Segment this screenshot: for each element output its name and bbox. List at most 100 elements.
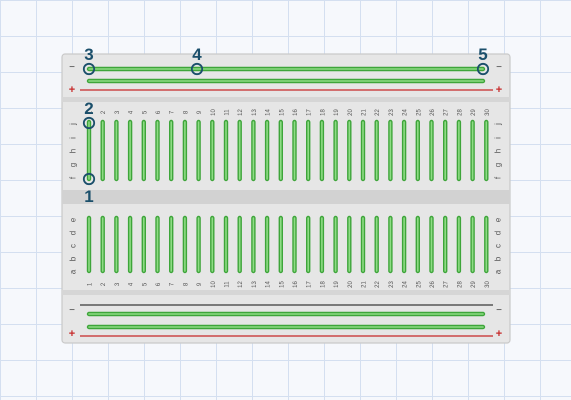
- column-number-top-27: 27: [444, 109, 450, 116]
- top-rail-minus-right: −: [496, 62, 502, 73]
- column-number-top-5: 5: [142, 110, 148, 114]
- annotation-ring-1: [82, 172, 96, 186]
- annotation-ring-3: [82, 62, 96, 76]
- column-number-bottom-23: 23: [389, 281, 395, 288]
- column-number-top-29: 29: [471, 109, 477, 116]
- row-letter-right-h: h: [494, 149, 503, 153]
- column-number-bottom-29: 29: [471, 281, 477, 288]
- column-number-top-1: 1: [88, 110, 94, 114]
- column-number-bottom-14: 14: [266, 281, 272, 288]
- row-letter-left-j: j: [69, 123, 78, 126]
- column-number-top-7: 7: [170, 110, 176, 114]
- column-number-bottom-5: 5: [142, 282, 148, 286]
- column-number-top-23: 23: [389, 109, 395, 116]
- column-number-bottom-25: 25: [416, 281, 422, 288]
- top-rail-plus-left: +: [69, 84, 75, 96]
- bottom-rail-minus-right: −: [496, 305, 502, 316]
- column-number-bottom-3: 3: [115, 282, 121, 286]
- column-number-top-28: 28: [457, 109, 463, 116]
- column-number-bottom-27: 27: [444, 281, 450, 288]
- row-letter-right-b: b: [494, 256, 503, 261]
- row-letter-left-c: c: [69, 244, 78, 248]
- row-letter-right-i: i: [494, 137, 503, 139]
- column-number-top-20: 20: [348, 109, 354, 116]
- annotation-ring-4: [190, 62, 204, 76]
- column-number-bottom-9: 9: [197, 282, 203, 286]
- annotation-label-3: 3: [84, 45, 93, 64]
- column-number-bottom-19: 19: [334, 281, 340, 288]
- row-letter-left-i: i: [69, 137, 78, 139]
- column-number-top-4: 4: [129, 110, 135, 114]
- row-letter-left-e: e: [69, 217, 78, 222]
- column-number-top-13: 13: [252, 109, 258, 116]
- top-rail-plus-right: +: [496, 84, 502, 96]
- column-number-bottom-24: 24: [403, 281, 409, 288]
- bottom-rail-plus-right: +: [496, 328, 502, 340]
- column-number-bottom-26: 26: [430, 281, 436, 288]
- column-number-top-25: 25: [416, 109, 422, 116]
- row-letter-right-j: j: [494, 123, 503, 126]
- column-number-top-9: 9: [197, 110, 203, 114]
- annotation-label-5: 5: [478, 45, 487, 64]
- row-letter-left-b: b: [69, 256, 78, 261]
- bottom-rail-plus-left: +: [69, 328, 75, 340]
- column-number-bottom-30: 30: [485, 281, 491, 288]
- column-number-top-21: 21: [362, 109, 368, 116]
- column-number-bottom-15: 15: [279, 281, 285, 288]
- column-number-top-6: 6: [156, 110, 162, 114]
- column-number-top-10: 10: [211, 109, 217, 116]
- column-number-top-18: 18: [320, 109, 326, 116]
- row-letter-left-a: a: [69, 269, 78, 274]
- column-number-bottom-13: 13: [252, 281, 258, 288]
- annotation-label-2: 2: [84, 99, 93, 118]
- column-number-bottom-8: 8: [183, 282, 189, 286]
- row-letter-right-g: g: [494, 163, 503, 167]
- column-number-bottom-20: 20: [348, 281, 354, 288]
- column-number-bottom-17: 17: [307, 281, 313, 288]
- column-number-bottom-11: 11: [225, 281, 231, 288]
- column-number-top-24: 24: [403, 109, 409, 116]
- column-number-bottom-18: 18: [320, 281, 326, 288]
- column-number-top-11: 11: [225, 109, 231, 116]
- column-number-top-19: 19: [334, 109, 340, 116]
- row-letter-right-d: d: [494, 231, 503, 235]
- column-number-bottom-2: 2: [101, 282, 107, 286]
- column-number-bottom-6: 6: [156, 282, 162, 286]
- column-number-top-8: 8: [183, 110, 189, 114]
- row-letter-left-g: g: [69, 163, 78, 167]
- top-rail-divider: [62, 97, 510, 102]
- column-number-bottom-4: 4: [129, 282, 135, 286]
- row-letter-right-e: e: [494, 217, 503, 222]
- column-number-bottom-28: 28: [457, 281, 463, 288]
- column-number-bottom-7: 7: [170, 282, 176, 286]
- column-number-top-2: 2: [101, 110, 107, 114]
- column-number-bottom-10: 10: [211, 281, 217, 288]
- annotation-label-4: 4: [192, 45, 202, 64]
- column-number-top-15: 15: [279, 109, 285, 116]
- annotation-ring-5: [476, 62, 490, 76]
- bottom-rail-minus-left: −: [69, 305, 75, 316]
- column-number-bottom-22: 22: [375, 281, 381, 288]
- column-number-top-17: 17: [307, 109, 313, 116]
- annotation-label-1: 1: [84, 187, 93, 206]
- row-letter-right-a: a: [494, 269, 503, 274]
- column-number-top-26: 26: [430, 109, 436, 116]
- top-rail-minus-left: −: [69, 62, 75, 73]
- column-number-top-16: 16: [293, 109, 299, 116]
- bottom-rail-divider: [62, 290, 510, 295]
- row-letter-right-f: f: [494, 176, 503, 179]
- row-letter-right-c: c: [494, 244, 503, 248]
- row-letter-left-f: f: [69, 176, 78, 179]
- column-number-bottom-1: 1: [88, 282, 94, 286]
- column-number-top-3: 3: [115, 110, 121, 114]
- annotation-ring-2: [82, 116, 96, 130]
- column-number-top-14: 14: [266, 109, 272, 116]
- row-letter-left-h: h: [69, 149, 78, 153]
- column-number-top-12: 12: [238, 109, 244, 116]
- row-letter-left-d: d: [69, 231, 78, 235]
- column-number-top-22: 22: [375, 109, 381, 116]
- column-number-bottom-12: 12: [238, 281, 244, 288]
- column-number-bottom-16: 16: [293, 281, 299, 288]
- column-number-bottom-21: 21: [362, 281, 368, 288]
